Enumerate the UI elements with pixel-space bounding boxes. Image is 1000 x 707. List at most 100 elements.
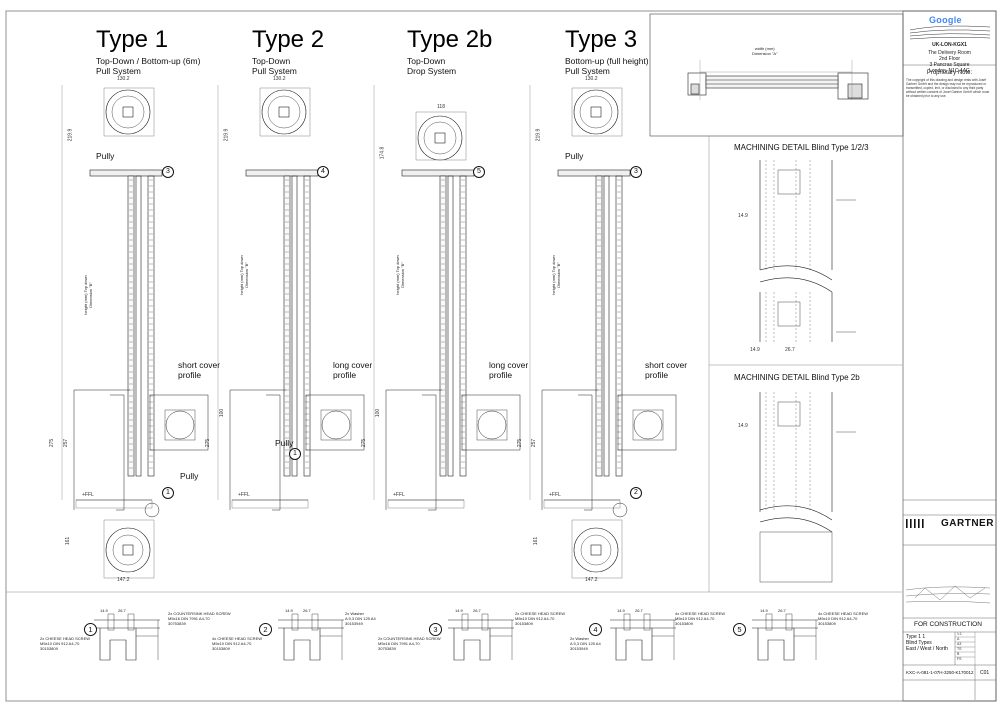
ffl-label-2: +FFL [238, 492, 250, 498]
mechanism-wheel [633, 410, 663, 440]
type-2b-cover-label: long cover profile [489, 360, 529, 380]
machining-b-top [759, 392, 856, 512]
top-bracket [245, 169, 319, 177]
drawing-number: KXC-A-081-1-07H-3250-K170012 [906, 670, 974, 675]
fixing-1-d2: 26.7 [118, 608, 126, 613]
fixing-detail-1 [94, 613, 160, 661]
screw [311, 613, 319, 631]
client-logo: Google [929, 15, 962, 25]
type-2-top-dim: 130.2 [273, 76, 286, 82]
height-dim-4: height (mm) Top down Dimension "B" [551, 255, 561, 295]
width-dim-label: width (mm) Dimension "A" [752, 46, 778, 56]
cover-profile [110, 394, 125, 511]
type-3-cover-label: short cover profile [645, 360, 688, 380]
fixing-4-d1: 14.9 [617, 608, 625, 613]
guide-rail-mid [603, 175, 610, 477]
fixing-5-callout: 5 [733, 623, 746, 636]
guide-rail-left [283, 175, 291, 477]
type-2b-title: Type 2b [407, 26, 493, 53]
blind-type-4 [529, 85, 677, 579]
roller-axle [434, 132, 446, 144]
scale-row: A [957, 637, 960, 641]
fixing-1-callout: 1 [84, 623, 97, 636]
dim-257-4: 257 [531, 438, 538, 448]
fixing-1-note-right: 2x COUNTERSINK HEAD SCREW M5x16 DIN 7991… [168, 611, 231, 626]
machining-title-a: MACHINING DETAIL Blind Type 1/2/3 [734, 143, 869, 152]
guide-rail-mid [135, 175, 142, 477]
bottom-pulley [612, 502, 628, 518]
profile-section [99, 628, 137, 661]
screw [623, 613, 631, 631]
type-3-subtitle: Bottom-up (full height) Pull System [565, 56, 649, 76]
height-dim-1: height (mm) Top down Dimension "B" [83, 275, 93, 315]
fixing-1-note-left: 2x CHEESE HEAD SCREW M5x10 DIN 912 A4-70… [40, 636, 91, 651]
machining-b-d14: 14.9 [738, 423, 748, 429]
dim-top-3: 174.8 [379, 146, 386, 160]
screw [481, 613, 489, 631]
mechanism-core [164, 409, 196, 441]
roller-outer [573, 89, 619, 135]
blind-type-3 [373, 85, 521, 511]
roller-inner [111, 95, 145, 129]
fixing-4-note-right: 4x CHEESE HEAD SCREW M5x10 DIN 912 A4-70… [675, 611, 726, 626]
fixing-3-note-right: 2x CHEESE HEAD SCREW M5x10 DIN 912 A4-70… [515, 611, 566, 626]
machining-b-bottom [759, 531, 833, 583]
bottom-roller-housing [571, 519, 623, 579]
dim-top-4: 219.9 [535, 128, 542, 142]
proprietary-text: The copyright of this drawing and design… [906, 78, 990, 98]
roller-housing [571, 87, 623, 137]
dim-257-1: 257 [63, 438, 70, 448]
machining-a-bottom [759, 292, 856, 342]
dim-100-2: 100 [219, 408, 226, 418]
fixing-4-callout: 4 [589, 623, 602, 636]
cover-profile [266, 394, 281, 511]
scale-row: A3 [957, 642, 962, 646]
blind-assemblies [61, 85, 677, 579]
roller-housing [259, 87, 311, 137]
floor-slab [75, 499, 153, 509]
type-3-bottom-callout: 2 [630, 487, 642, 499]
bottom-roller-axle [590, 544, 602, 556]
type-3-top-dim: 130.2 [585, 76, 598, 82]
logo-stripes [909, 25, 991, 40]
fixing-2-d1: 14.9 [285, 608, 293, 613]
bottom-roller-inner [580, 534, 612, 566]
bottom-roller-inner [112, 534, 144, 566]
roller-inner [267, 95, 301, 129]
guide-rail-right [147, 175, 155, 477]
drawing-title: Type 1 1 Blind Types East / West / North [906, 634, 948, 652]
fixing-5-d2: 26.7 [778, 608, 786, 613]
fixing-2-note-right: 2x Washer A 5,3 DIN 125 A4 30153949 [345, 611, 376, 626]
type-2b-subtitle: Top-Down Drop System [407, 56, 457, 76]
fixing-2-note-left: 4x CHEESE HEAD SCREW M5x10 DIN 912 A4-70… [212, 636, 263, 651]
gartner-logo-bars [906, 519, 924, 528]
profile-section [615, 628, 653, 661]
cutout [777, 301, 801, 327]
fixing-5-note-right: 4x CHEESE HEAD SCREW M5x10 DIN 912 A4-70… [818, 611, 869, 626]
break-line [759, 517, 833, 533]
ffl-label-3: +FFL [393, 492, 405, 498]
mechanism-box [305, 394, 365, 451]
sheet-border [5, 10, 997, 702]
break-line [759, 277, 833, 293]
status-label: FOR CONSTRUCTION [914, 621, 982, 628]
type-1-top-dim: 130.2 [117, 76, 130, 82]
scale-row: TS [957, 647, 962, 651]
guide-rail-left [439, 175, 447, 477]
title-block-frame [902, 10, 997, 702]
fixing-detail-5 [752, 613, 818, 661]
dim-275-1: 275 [49, 438, 56, 448]
mechanism-wheel [165, 410, 195, 440]
fixing-3-d1: 14.9 [455, 608, 463, 613]
guide-rail-right [303, 175, 311, 477]
type-3-title: Type 3 [565, 26, 638, 53]
dim-275-4: 275 [517, 438, 524, 448]
scale-row: 1:1 [957, 632, 962, 636]
type-3-bottom-dim: 147.2 [585, 577, 598, 583]
mechanism-box [617, 394, 677, 451]
screw [643, 613, 651, 631]
mechanism-core [476, 409, 508, 441]
dim-161-4: 161 [533, 536, 540, 546]
scale-values: 1:1 A A3 TS B FS [957, 632, 962, 662]
machining-a-d14: 14.9 [738, 213, 748, 219]
